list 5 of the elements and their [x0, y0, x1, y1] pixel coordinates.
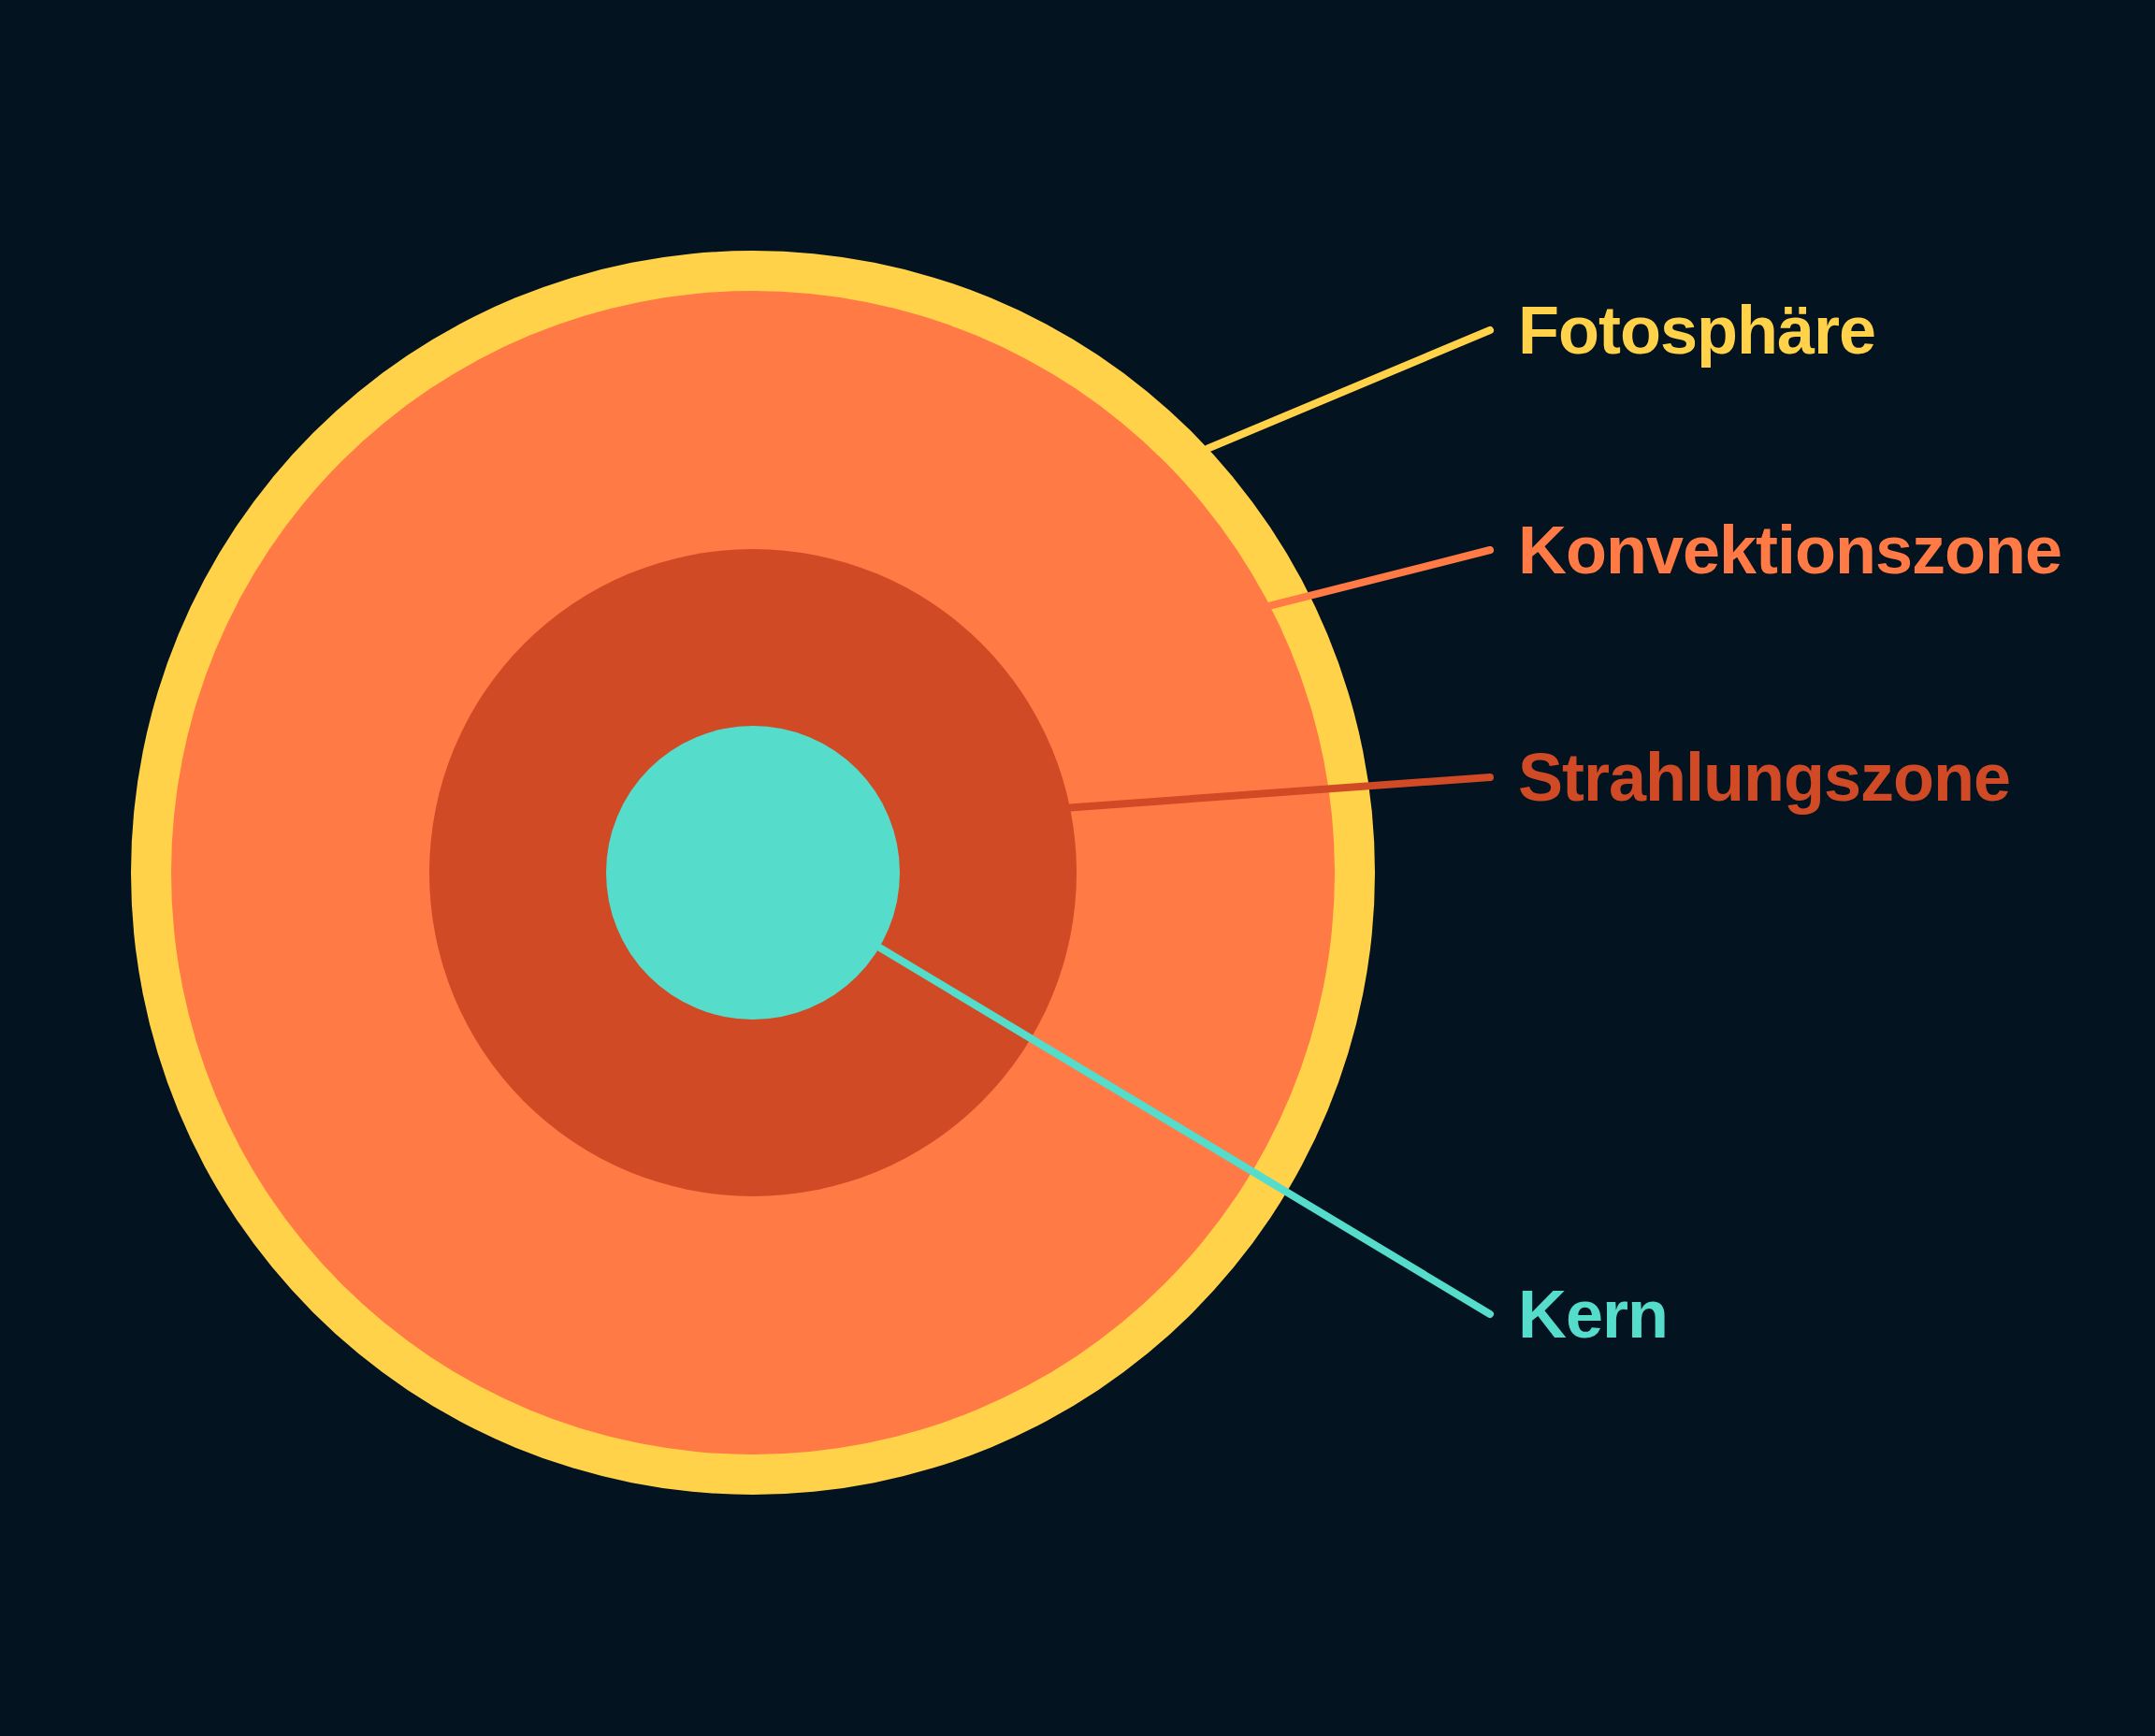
- layer-label: Kern: [1518, 1280, 1669, 1348]
- layer-label: Konvektionszone: [1518, 516, 2062, 584]
- leader-line: [1204, 326, 1494, 453]
- leader-line: [875, 943, 1494, 1318]
- leader-line: [1266, 546, 1494, 610]
